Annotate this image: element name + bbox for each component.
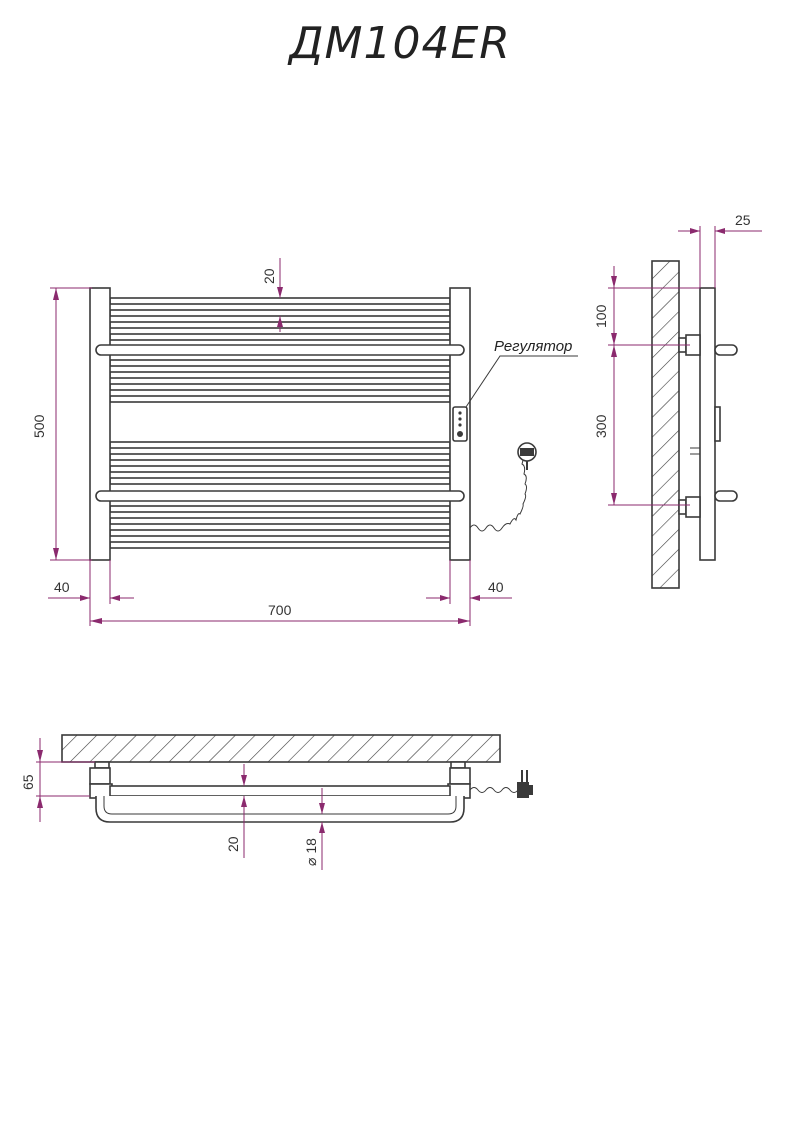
side-post: [699, 287, 716, 561]
front-rails: [109, 297, 451, 549]
wall-offset-dim-label: 65: [20, 774, 36, 790]
regulator-label: Регулятор: [494, 338, 572, 355]
top-plug-icon: [517, 770, 533, 798]
side-view: 25 100 300: [593, 212, 762, 589]
lower-towel-bar: [95, 490, 465, 502]
right-offset-dim-label: 40: [488, 579, 504, 595]
left-post: [89, 287, 111, 561]
top-rail: [109, 785, 451, 797]
side-wall: [651, 260, 680, 589]
left-offset-dim-label: 40: [54, 579, 70, 595]
top-offset-dim-label: 100: [593, 304, 609, 328]
top-towel-bar: [95, 796, 465, 823]
front-view: Регулятор 500: [31, 258, 578, 626]
power-cable: [469, 455, 527, 532]
height-dim-label: 500: [31, 414, 47, 438]
tube-diameter-dim-label: ⌀ 18: [303, 838, 319, 866]
depth-dim-label: 25: [735, 212, 751, 228]
front-dimensions: 500 20 40: [31, 258, 512, 626]
top-wall: [61, 734, 501, 763]
rail-gap-dim-label: 20: [261, 268, 277, 284]
top-view: 65 20 ⌀ 18: [20, 734, 533, 870]
top-rail-gap-dim-label: 20: [225, 836, 241, 852]
mount-spacing-dim-label: 300: [593, 414, 609, 438]
upper-towel-bar: [95, 344, 465, 356]
side-dimensions: 25 100 300: [593, 212, 762, 506]
top-dimensions: 65 20 ⌀ 18: [20, 738, 325, 870]
plug-icon: [517, 442, 537, 470]
top-power-cable: [469, 787, 519, 793]
width-dim-label: 700: [268, 602, 292, 618]
regulator-icon: [452, 406, 468, 442]
model-title: ДМ104ER: [289, 18, 511, 69]
